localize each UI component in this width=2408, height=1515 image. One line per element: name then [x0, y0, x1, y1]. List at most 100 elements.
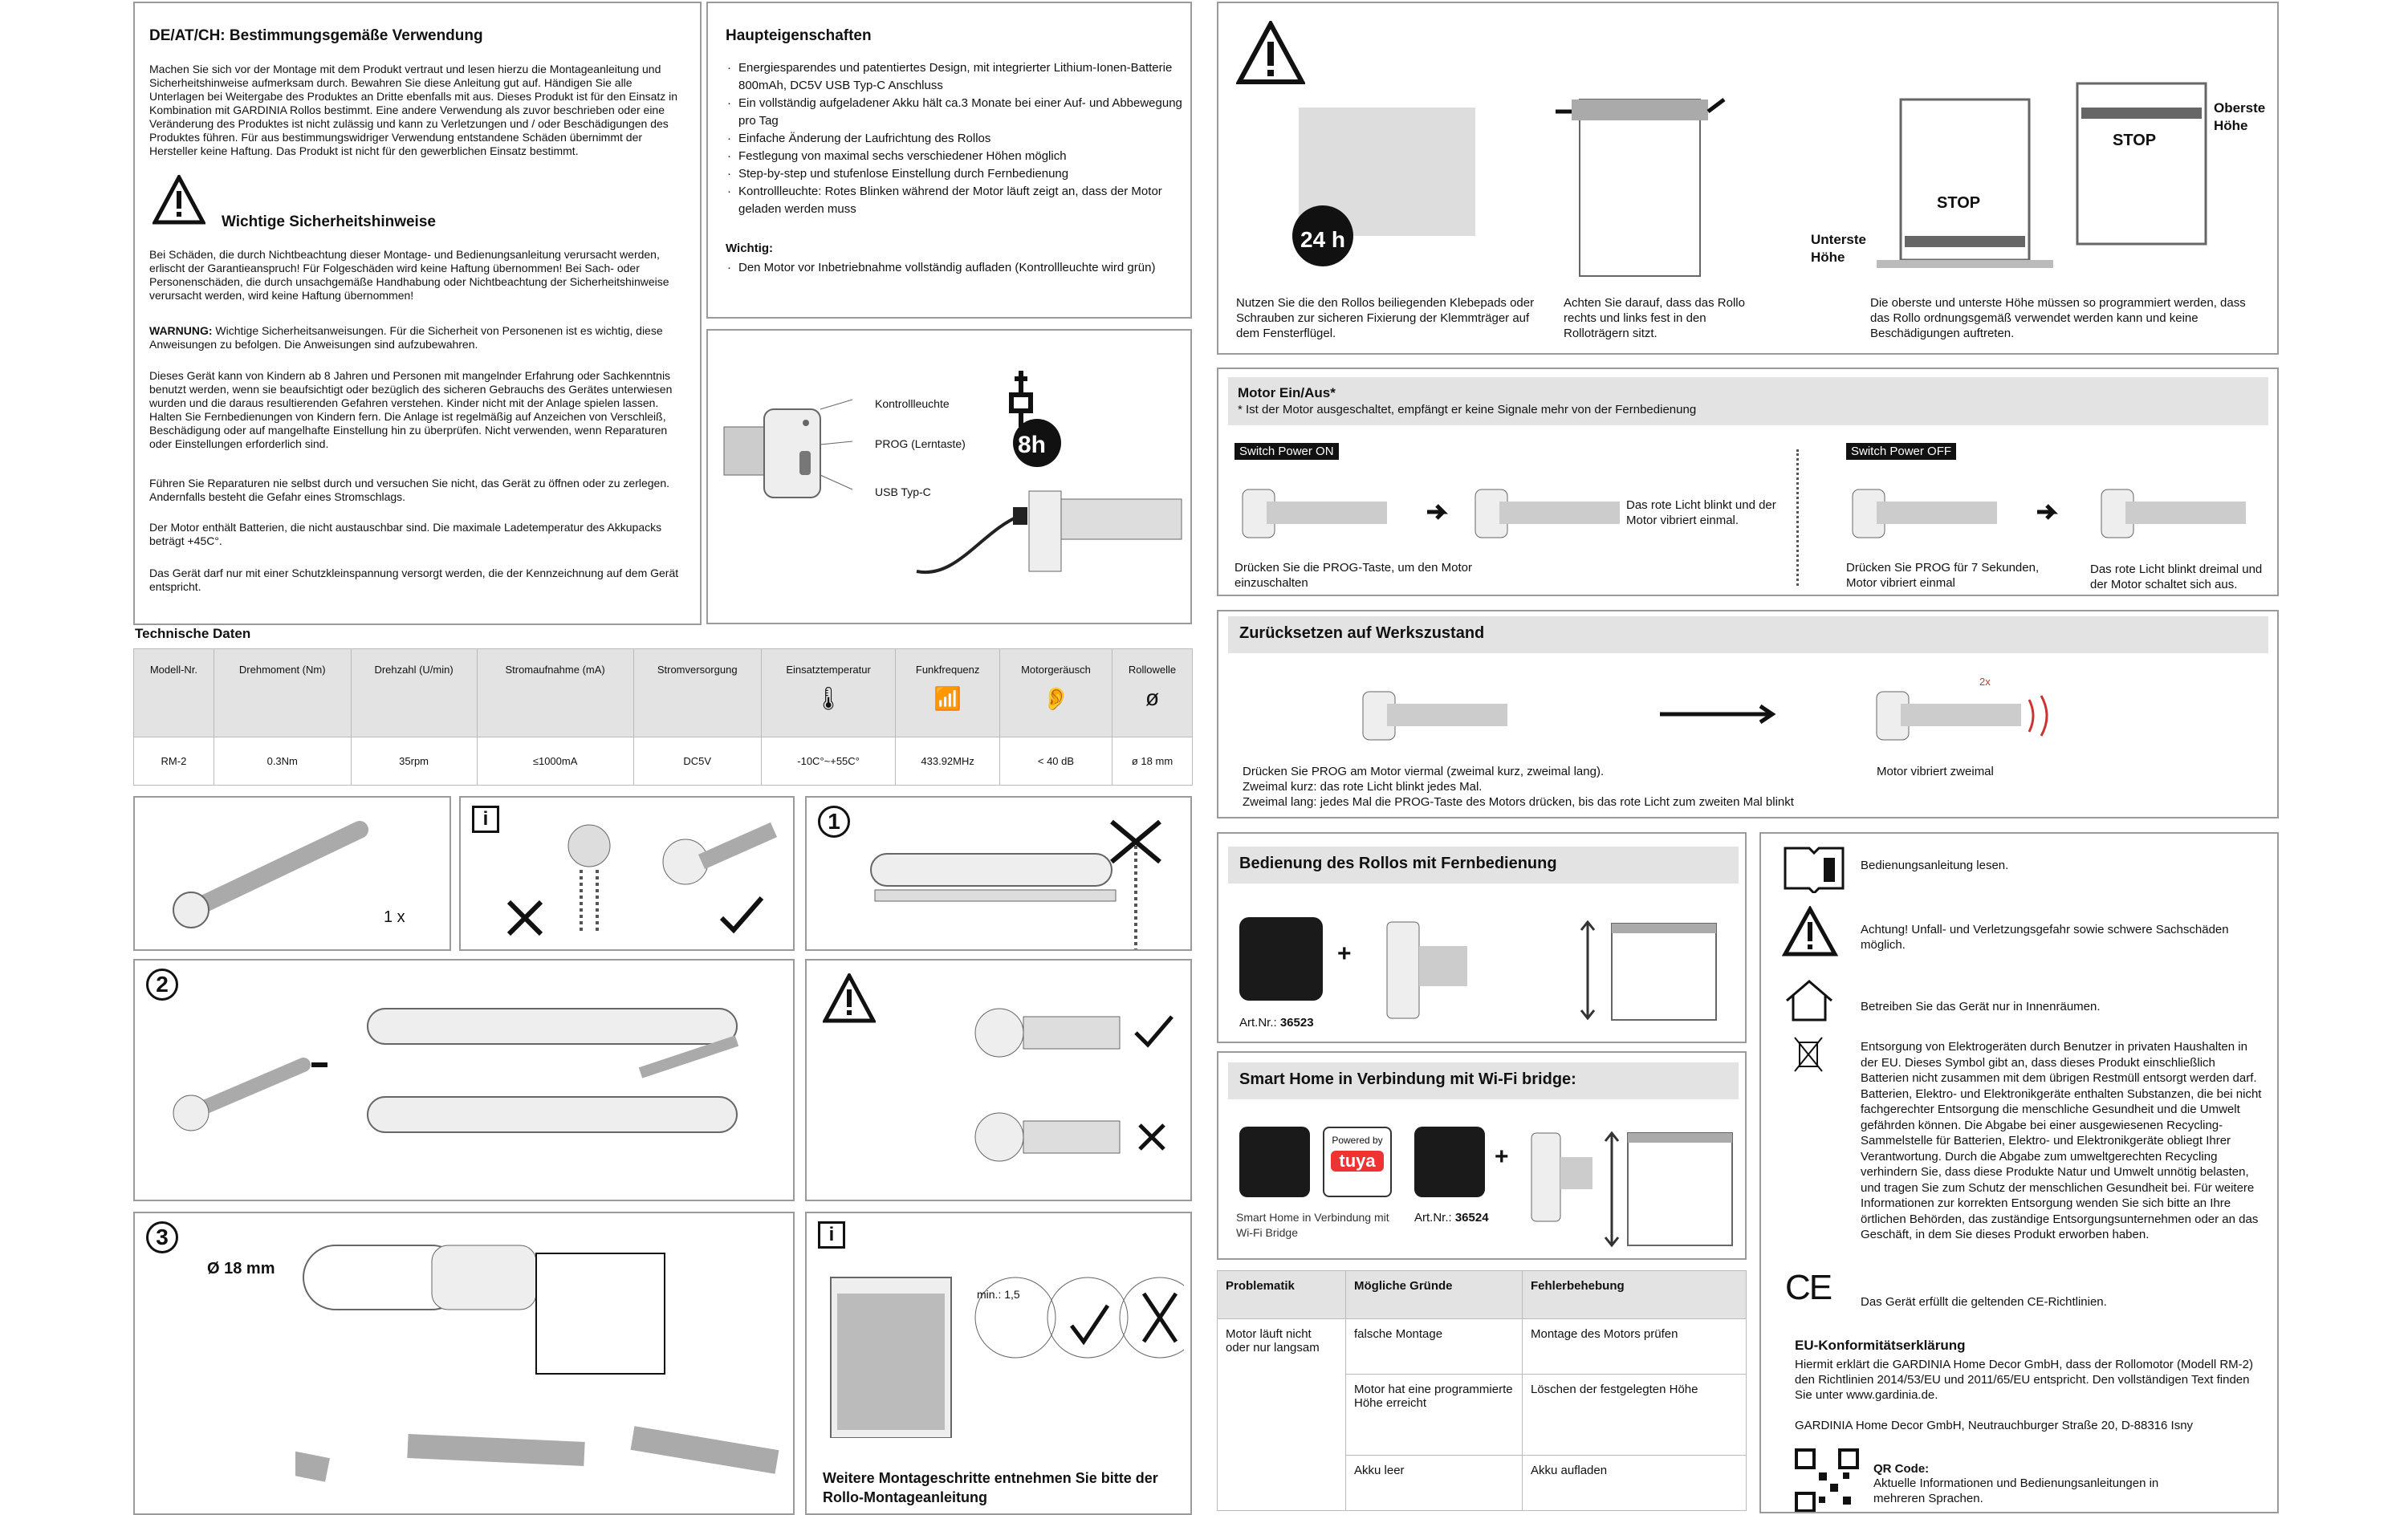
trouble-problem: Motor läuft nicht oder nur langsam: [1217, 1318, 1346, 1511]
stop-label-low: STOP: [1937, 194, 1981, 212]
tech-value: 433.92MHz: [895, 737, 1000, 786]
eu-title: EU-Konformitätserklärung: [1795, 1338, 1966, 1353]
safety-p1: Bei Schäden, die durch Nichtbeachtung di…: [149, 248, 669, 302]
more-steps-note: Weitere Montageschritte entnehmen Sie bi…: [823, 1470, 1158, 1505]
power-on-text: Drücken Sie die PROG-Taste, um den Motor…: [1235, 561, 1472, 590]
power-on-result: Das rote Licht blinkt und der Motor vibr…: [1626, 498, 1776, 527]
tech-value-row: RM-2 0.3Nm 35rpm ≤1000mA DC5V -10C°~+55C…: [133, 737, 1193, 786]
adhesive-pad-illustration: [1292, 108, 1475, 266]
orientation-illustration: [974, 1008, 1173, 1162]
eu-text: Hiermit erklärt die GARDINIA Home Decor …: [1795, 1358, 2253, 1402]
reset-step-2: Zweimal kurz: das rote Licht blinkt jede…: [1243, 780, 1483, 794]
installation-tips-panel: 24 h STOP STOP Unterste Höhe Oberste Höh…: [1217, 2, 2279, 355]
smart-caption: Smart Home in Verbindung mit Wi-Fi Bridg…: [1236, 1211, 1389, 1239]
trouble-header: Problematik: [1217, 1270, 1346, 1319]
safety-p4: Führen Sie Reparaturen nie selbst durch …: [149, 477, 670, 503]
tech-header-row: Modell-Nr. Drehmoment (Nm) Drehzahl (U/m…: [133, 648, 1193, 737]
motor-diagram-panel: Kontrollleuchte PROG (Lerntaste) USB Typ…: [706, 329, 1192, 624]
info-chain-panel: i: [459, 796, 795, 951]
symbol-warn-text: Achtung! Unfall- und Verletzungsgefahr s…: [1861, 923, 2229, 952]
safety-title: Wichtige Sicherheitshinweise: [222, 213, 436, 230]
address-text: GARDINIA Home Decor GmbH, Neutrauchburge…: [1795, 1419, 2194, 1432]
motor-tube-illustration: [173, 821, 368, 928]
tech-header: Stromaufnahme (mA): [476, 648, 634, 737]
trouble-fix: Montage des Motors prüfen: [1522, 1318, 1747, 1375]
important-item: Den Motor vor Inbetriebnahme vollständig…: [726, 260, 1183, 275]
features-title: Haupteigenschaften: [726, 27, 872, 44]
noise-icon: 👂: [1042, 686, 1070, 711]
vibrate-count: 2x: [1979, 676, 1991, 688]
important-list: Den Motor vor Inbetriebnahme vollständig…: [726, 260, 1183, 275]
reset-panel: Zurücksetzen auf Werkszustand 2x Drücken…: [1217, 610, 2279, 818]
smart-art-no: Art.Nr.: 36524: [1414, 1211, 1489, 1225]
tube-mount-illustration: [295, 1245, 779, 1482]
tech-value: 35rpm: [350, 737, 478, 786]
power-note: * Ist der Motor ausgeschaltet, empfängt …: [1238, 403, 1697, 416]
feature-item: Einfache Änderung der Laufrichtung des R…: [726, 130, 1183, 148]
reset-illustration: [1362, 691, 2048, 741]
remote-title: Bedienung des Rollos mit Fernbedienung: [1228, 847, 1739, 883]
quantity-label: 1 x: [384, 908, 405, 926]
info-window-panel: i min.: 1,5 Weitere Montageschritte entn…: [805, 1212, 1192, 1515]
window-clearance-illustration: [830, 1277, 1184, 1438]
step-1-panel: 1: [805, 796, 1192, 951]
table-row: Motor läuft nicht oder nur langsam falsc…: [1217, 1318, 1747, 1511]
tech-header: Einsatztemperatur🌡: [760, 648, 897, 737]
chain-comparison-illustration: [506, 822, 778, 936]
symbols-panel: Bedienungsanleitung lesen. Achtung! Unfa…: [1759, 832, 2279, 1513]
tech-title: Technische Daten: [135, 626, 251, 641]
motor-insert-illustration: [173, 1008, 739, 1133]
tech-value: RM-2: [133, 737, 214, 786]
feature-item: Kontrollleuchte: Rotes Blinken während d…: [726, 183, 1183, 218]
tech-header: Funkfrequenz📶: [895, 648, 1000, 737]
power-off-text: Drücken Sie PROG für 7 Sekunden, Motor v…: [1846, 561, 2040, 590]
package-content-panel: 1 x: [133, 796, 451, 951]
charge-time: 8h: [1018, 432, 1047, 458]
tech-value: -10C°~+55C°: [760, 737, 897, 786]
trouble-cause: Motor hat eine programmierte Höhe erreic…: [1345, 1374, 1523, 1456]
feature-item: Ein vollständig aufgeladener Akku hält c…: [726, 95, 1183, 130]
power-title: Motor Ein/Aus*: [1238, 385, 1336, 400]
safety-p2: WARNUNG: Wichtige Sicherheitsanweisungen…: [149, 324, 663, 351]
trouble-header: Fehlerbehebung: [1522, 1270, 1747, 1319]
safety-p6: Das Gerät darf nur mit einer Schutzklein…: [149, 567, 679, 593]
tip-adhesive: Nutzen Sie die den Rollos beiliegenden K…: [1236, 296, 1535, 340]
plus-icon: +: [1495, 1143, 1509, 1170]
symbol-read-text: Bedienungsanleitung lesen.: [1861, 859, 2009, 872]
features-list: Energiesparendes und patentiertes Design…: [726, 59, 1183, 218]
lowest-height-label: Unterste Höhe: [1811, 232, 1866, 265]
height-limits-illustration: [1877, 82, 2207, 268]
qr-title: QR Code:: [1873, 1462, 1930, 1476]
symbol-ce-text: Das Gerät erfüllt die geltenden CE-Richt…: [1861, 1295, 2107, 1309]
tech-value: 0.3Nm: [213, 737, 352, 786]
blind-remove-chain-illustration: [870, 819, 1161, 949]
qr-text: Aktuelle Informationen und Bedienungsanl…: [1873, 1476, 2159, 1505]
safety-p5: Der Motor enthält Batterien, die nicht a…: [149, 521, 662, 547]
troubleshooting-table: Problematik Mögliche Gründe Fehlerbehebu…: [1217, 1270, 1747, 1512]
reset-title: Zurücksetzen auf Werkszustand: [1228, 616, 2268, 653]
diameter-label: Ø 18 mm: [207, 1260, 275, 1277]
smart-motor-illustration: [1531, 1131, 1733, 1248]
remote-panel: Bedienung des Rollos mit Fernbedienung +…: [1217, 832, 1747, 1043]
tech-value: DC5V: [633, 737, 762, 786]
highest-height-label: Oberste Höhe: [2214, 100, 2266, 133]
intro-panel: DE/AT/CH: Bestimmungsgemäße Verwendung M…: [133, 2, 702, 625]
step-number: 3: [146, 1221, 178, 1253]
power-off-illustration: [1852, 489, 2246, 538]
tech-header: Stromversorgung: [633, 648, 762, 737]
trouble-header: Mögliche Gründe: [1345, 1270, 1523, 1319]
remote-icon: [1239, 917, 1323, 1001]
power-off-badge: Switch Power OFF: [1846, 443, 1957, 460]
info-icon: i: [472, 806, 499, 833]
warning-mount-panel: [805, 959, 1192, 1201]
warning-icon: [1782, 906, 1838, 957]
step-number: 1: [818, 806, 850, 838]
step-3-panel: 3 Ø 18 mm: [133, 1212, 795, 1515]
important-title: Wichtig:: [726, 242, 774, 255]
tech-value: ≤1000mA: [476, 737, 634, 786]
smart-title: Smart Home in Verbindung mit Wi-Fi bridg…: [1228, 1062, 1739, 1099]
indoor-house-icon: [1786, 980, 1832, 1022]
tech-value: ø 18 mm: [1112, 737, 1193, 786]
intro-title: DE/AT/CH: Bestimmungsgemäße Verwendung: [149, 27, 483, 44]
power-header: Motor Ein/Aus* * Ist der Motor ausgescha…: [1228, 377, 2268, 425]
